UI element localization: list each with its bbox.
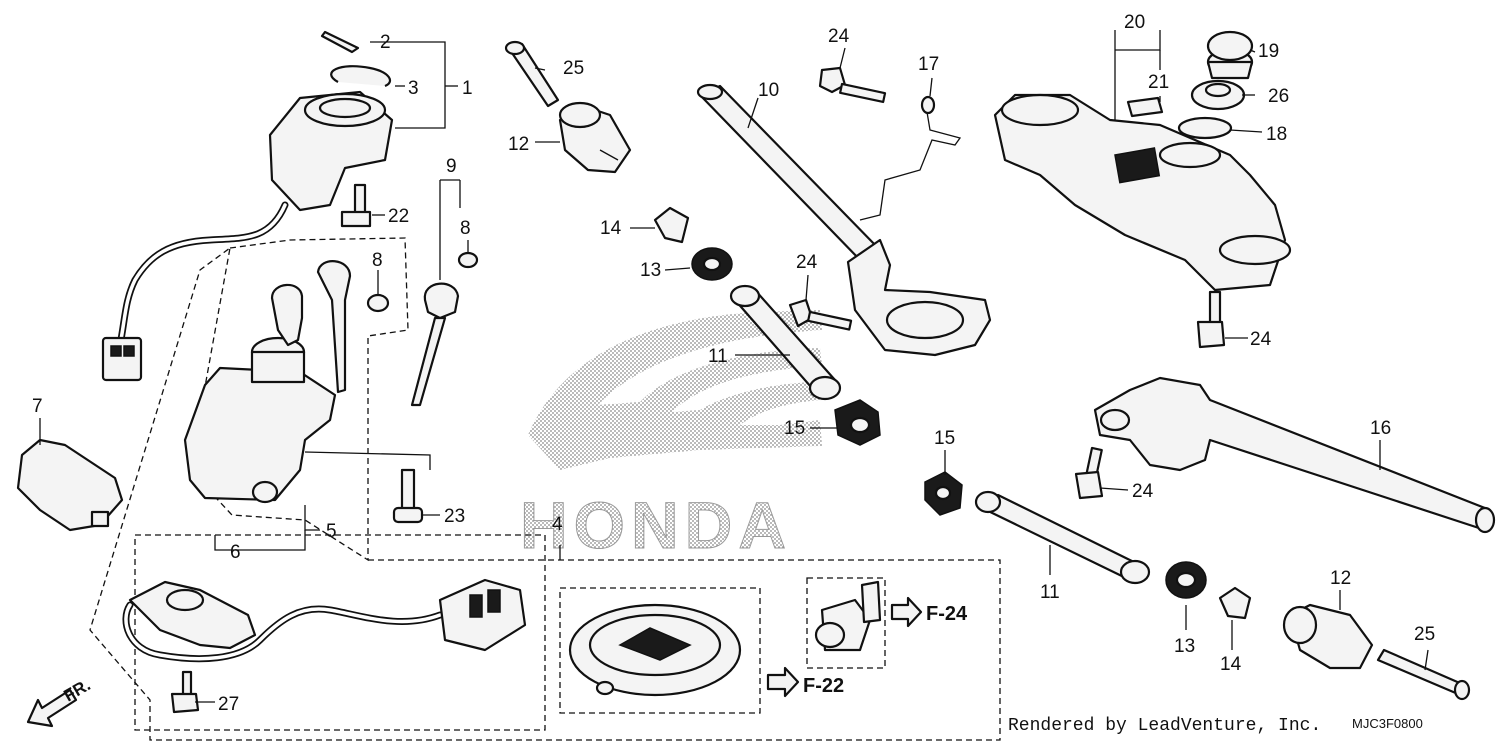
reference-arrows [766,596,923,698]
bar-end-weight-right-part-12 [1282,603,1374,670]
reference-f22: F-22 [803,675,844,697]
o-ring-part-8-b [457,251,479,269]
label-21: 21 [1148,72,1169,93]
front-direction-indicator: FR. [26,675,94,728]
bolt-part-22 [340,183,372,228]
clip-part-14-left [653,206,690,244]
lock-cylinder-assembly [183,260,352,504]
part-labels: 2 3 1 7 8 8 9 22 23 5 6 4 27 25 12 10 24… [32,12,1435,715]
plate-part-21 [1126,96,1164,118]
rubber-part-13-right [1165,561,1207,599]
label-5: 5 [326,521,337,542]
handlebar-right-part-16 [1093,376,1496,534]
clip-tab [920,95,936,115]
honda-wing-logo: HONDA [520,310,822,563]
screw-part-25-bottom [1376,648,1471,701]
label-1: 1 [462,78,473,99]
label-9: 9 [446,156,457,177]
ring-part-3 [330,65,392,88]
diagram-code: MJC3F0800 [1352,716,1423,731]
o-ring-part-8-a [366,293,390,313]
rubber-part-13-left [691,247,733,281]
bolt-part-24-c [1196,290,1226,349]
top-bridge [993,93,1292,292]
label-8-a: 8 [372,250,383,271]
label-13-top: 13 [640,260,661,281]
key-part-9 [410,282,460,407]
nut-part-15-left [834,399,881,446]
label-24-d: 24 [1132,481,1154,502]
label-16: 16 [1370,418,1391,439]
label-4: 4 [552,514,563,535]
label-8-b: 8 [460,218,471,239]
label-15-right: 15 [934,428,955,449]
label-15-top: 15 [784,418,805,439]
label-24-c: 24 [1250,329,1272,350]
fuel-cap-cylinder [814,580,882,652]
ignition-switch [101,90,394,382]
label-12-top: 12 [508,134,529,155]
bolt-part-24-b [788,298,853,331]
label-10: 10 [758,80,779,101]
label-17: 17 [918,54,939,75]
label-14-top: 14 [600,218,622,239]
washer-part-18 [1177,116,1233,140]
label-27: 27 [218,694,239,715]
label-11-right: 11 [1040,582,1060,603]
reference-f24: F-24 [926,603,968,625]
nut-part-26 [1190,79,1246,111]
credit-text: Rendered by LeadVenture, Inc. [1008,716,1321,736]
fuel-cap [568,603,742,697]
clip-part-14-right [1218,586,1252,620]
label-25-top: 25 [563,58,584,79]
bar-end-collar-right-part-11 [974,490,1151,585]
label-20: 20 [1124,12,1145,33]
sensor-harness [122,578,527,663]
label-25-bottom: 25 [1414,624,1435,645]
label-24-a: 24 [828,26,850,47]
honda-watermark: HONDA [520,488,792,562]
label-2: 2 [380,32,391,53]
leader-lines [39,30,1429,703]
bolt-part-24-a [818,66,887,104]
nut-part-15-right [924,471,963,516]
handlebar-left-part-10 [696,83,992,357]
screw-part-27 [170,670,200,714]
bolt-part-24-d [1074,446,1104,500]
label-11-top: 11 [708,346,728,367]
label-3: 3 [408,78,419,99]
clip-part-17 [859,99,962,221]
bracket-clip [90,510,110,528]
label-12-right: 12 [1330,568,1351,589]
cap-part-19 [1206,30,1254,80]
label-23: 23 [444,506,465,527]
label-22: 22 [388,206,409,227]
label-19: 19 [1258,41,1279,62]
label-26: 26 [1268,86,1289,107]
label-18: 18 [1266,124,1287,145]
cover-bracket-part-7 [16,438,124,532]
label-7: 7 [32,396,43,417]
label-24-b: 24 [796,252,818,273]
ring-part-2 [320,30,360,54]
bar-end-collar-left-part-11 [729,284,842,401]
bar-end-weight-left-part-12 [558,101,632,174]
label-13-right: 13 [1174,636,1195,657]
screw-part-25-top [504,40,560,108]
bolt-part-23 [392,468,424,524]
label-14-right: 14 [1220,654,1242,675]
label-6: 6 [230,542,241,563]
